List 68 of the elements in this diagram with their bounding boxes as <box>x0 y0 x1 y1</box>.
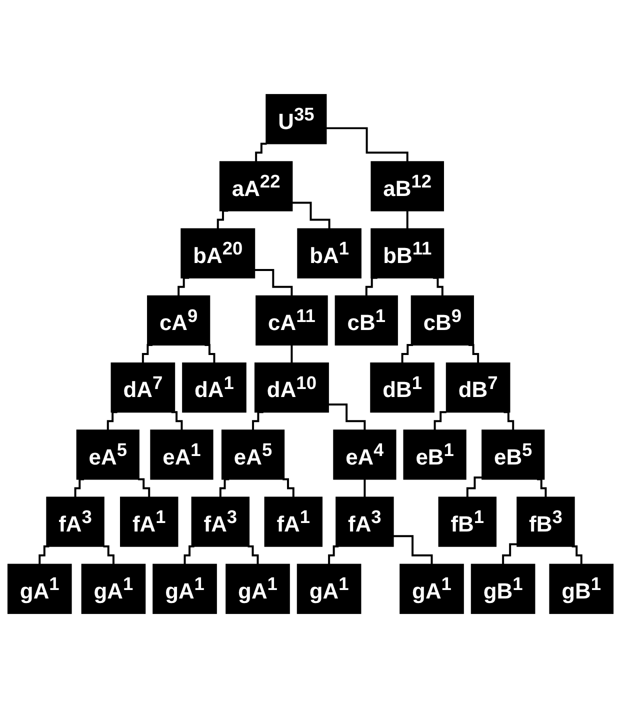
node-box <box>264 496 323 547</box>
node-box <box>370 161 444 212</box>
connector <box>326 127 408 163</box>
connector <box>252 411 264 432</box>
connector <box>393 535 433 566</box>
node-box <box>180 228 256 278</box>
connector <box>364 478 366 498</box>
node-box <box>403 430 466 480</box>
node-box <box>147 295 210 346</box>
connector <box>433 276 444 297</box>
connector <box>184 545 194 566</box>
connector <box>216 210 228 230</box>
connector <box>38 545 50 566</box>
node-box <box>400 564 464 614</box>
connector <box>255 142 267 163</box>
node-box <box>334 295 398 346</box>
connector <box>138 478 150 498</box>
node-box <box>76 430 140 480</box>
connector <box>282 478 294 498</box>
node-box <box>221 430 285 480</box>
node-box <box>120 496 178 547</box>
node-box <box>549 564 614 614</box>
connector <box>365 276 378 297</box>
node-box <box>297 228 362 278</box>
node-box <box>516 496 575 547</box>
node-box <box>410 295 474 346</box>
node-box <box>482 430 545 480</box>
connector <box>106 411 118 432</box>
connector <box>254 269 293 297</box>
node-box <box>438 496 497 547</box>
connector <box>290 344 293 364</box>
node-box <box>46 496 104 547</box>
node-box <box>150 430 214 480</box>
node-box <box>336 496 394 547</box>
connector <box>328 545 339 566</box>
node-box <box>370 362 434 413</box>
node-box <box>182 362 246 413</box>
connector <box>328 403 366 432</box>
node-box <box>370 228 444 278</box>
node-box <box>254 362 329 413</box>
connector <box>504 411 514 432</box>
connector <box>219 478 230 498</box>
node-box <box>152 564 217 614</box>
connector <box>292 202 330 230</box>
node-box <box>256 295 328 346</box>
node-box <box>81 564 146 614</box>
connector <box>406 210 408 230</box>
node-box <box>226 564 290 614</box>
connector <box>103 545 114 566</box>
connector <box>74 478 84 498</box>
connector <box>434 411 446 432</box>
connector <box>537 478 547 498</box>
node-box <box>446 362 510 413</box>
node-box <box>219 161 293 212</box>
connector <box>466 476 482 498</box>
connector <box>401 344 414 364</box>
node-box <box>296 564 362 614</box>
node-box <box>470 564 536 614</box>
connector <box>178 276 190 297</box>
node-box <box>110 362 176 413</box>
node-box <box>7 564 72 614</box>
connector <box>171 411 183 432</box>
connector <box>502 543 518 566</box>
connector <box>248 545 259 566</box>
node-box <box>333 430 396 480</box>
connector <box>572 545 582 566</box>
node-box <box>266 94 327 144</box>
node-box <box>191 496 250 547</box>
